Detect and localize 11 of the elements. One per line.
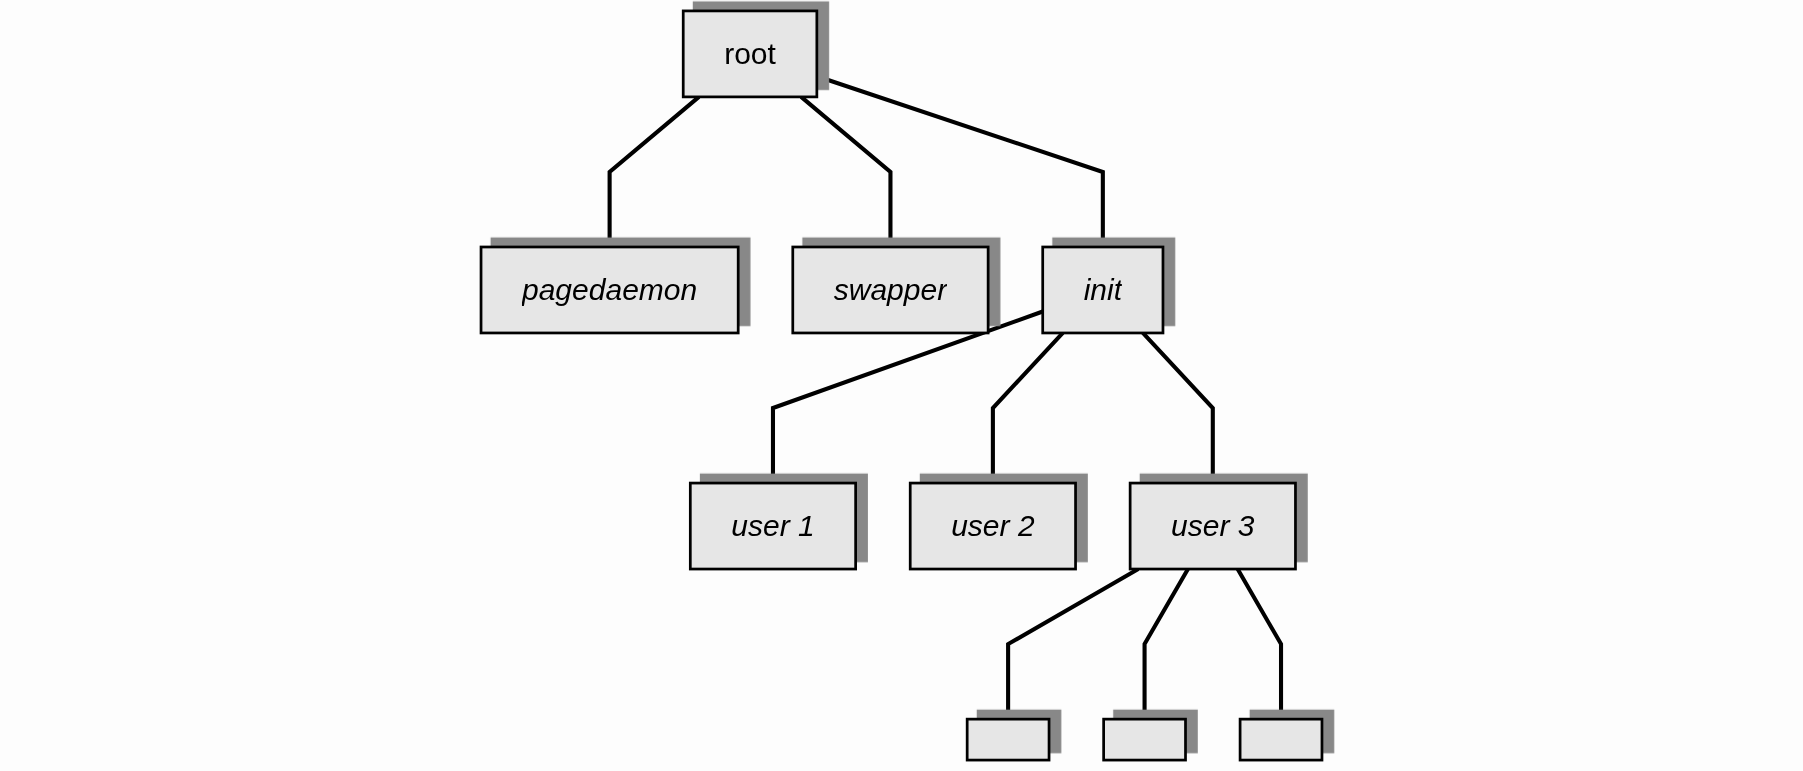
node-box: pagedaemon (479, 245, 740, 335)
node-box: user 1 (688, 481, 857, 571)
node-box: init (1041, 245, 1165, 335)
node-box: swapper (791, 245, 990, 335)
node-box (1102, 717, 1187, 762)
node-box: root (681, 9, 819, 99)
node-box: user 2 (908, 481, 1077, 571)
node-box: user 3 (1128, 481, 1297, 571)
node-box (1238, 717, 1324, 762)
node-box (965, 717, 1051, 762)
connector (816, 74, 1105, 247)
